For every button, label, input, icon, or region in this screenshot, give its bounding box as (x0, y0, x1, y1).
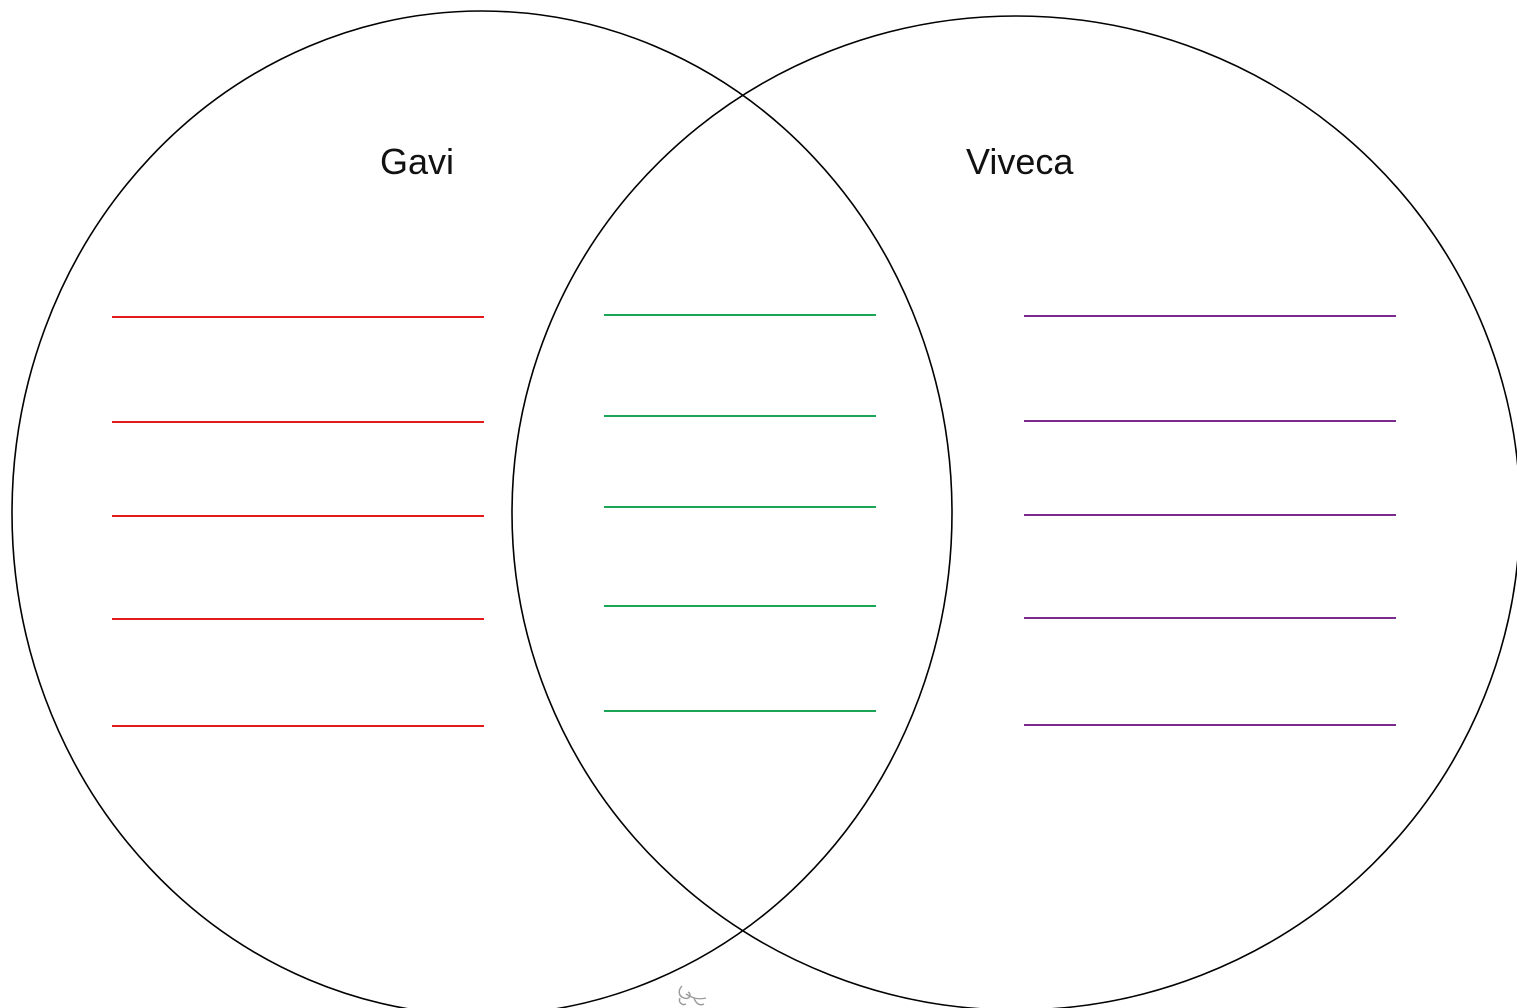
flourish-ornament-icon (678, 985, 707, 1006)
right-circle-viveca (511, 15, 1517, 1008)
left-circle-gavi (11, 10, 953, 1008)
left-set-label: Gavi (380, 141, 454, 182)
left-writing-lines (112, 316, 484, 727)
right-set-label: Viveca (966, 141, 1074, 182)
right-writing-lines (1024, 315, 1396, 726)
intersection-writing-lines (604, 314, 876, 712)
